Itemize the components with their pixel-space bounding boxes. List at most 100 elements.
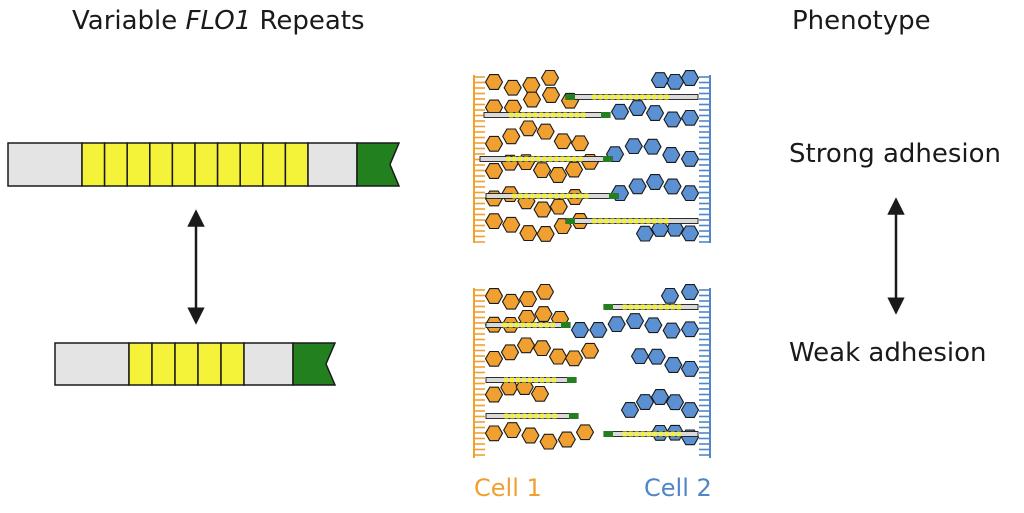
short-gene-repeat xyxy=(174,342,199,386)
orange-glycan xyxy=(534,306,553,322)
blue-glycan xyxy=(625,313,645,329)
short-gene-repeat xyxy=(128,342,153,386)
flo1-strand xyxy=(485,322,571,328)
flo1-strand-repeat xyxy=(510,377,514,383)
orange-glycan xyxy=(484,288,504,304)
blue-glycan xyxy=(680,402,700,418)
flo1-strand-repeat xyxy=(506,156,511,162)
flo1-strand-tail xyxy=(609,193,618,199)
weak-adhesion-panel xyxy=(473,283,711,458)
blue-glycan xyxy=(635,225,655,242)
blue-glycan xyxy=(663,178,682,195)
orange-glycan xyxy=(564,350,584,367)
flo1-strand-repeat xyxy=(622,218,627,224)
strong-adhesion-panel-cell-2-wall xyxy=(699,75,711,243)
weak-adhesion-panel-cell-1-wall xyxy=(473,288,485,458)
orange-glycan xyxy=(484,350,504,367)
orange-glycan xyxy=(535,283,555,300)
long-gene-repeat xyxy=(81,142,106,187)
flo1-strand-repeat xyxy=(622,431,627,437)
blue-glycan xyxy=(645,105,665,121)
flo1-strand-repeat xyxy=(512,193,517,199)
blue-glycan xyxy=(680,284,700,300)
orange-glycan xyxy=(540,69,560,86)
flo1-strand-repeat xyxy=(628,218,633,224)
orange-glycan xyxy=(553,133,572,150)
flo1-strand-repeat xyxy=(548,193,553,199)
orange-glycan xyxy=(548,167,568,183)
flo1-strand-repeat xyxy=(542,156,547,162)
flo1-strand-tail xyxy=(569,413,578,419)
flo1-strand-repeat xyxy=(658,94,663,100)
flo1-strand-repeat xyxy=(516,377,520,383)
orange-glycan xyxy=(557,431,576,448)
flo1-strand-repeat xyxy=(524,156,529,162)
blue-glycan xyxy=(628,178,647,195)
flo1-strand-repeat xyxy=(524,193,529,199)
long-gene-repeat xyxy=(239,142,264,187)
flo1-strand-repeat xyxy=(515,112,520,118)
flo1-strand-repeat xyxy=(584,193,589,199)
orange-glycan xyxy=(548,348,568,365)
flo1-strand-repeat xyxy=(540,413,545,419)
gene-constructs xyxy=(7,142,401,386)
weak-adhesion-panel-cell-2-wall xyxy=(699,288,711,458)
blue-glycan xyxy=(650,389,670,405)
flo1-strand-repeat xyxy=(530,193,535,199)
flo1-strand-repeat xyxy=(540,377,544,383)
flo1-strand-repeat xyxy=(534,377,538,383)
left-title-suffix: Repeats xyxy=(251,6,365,36)
flo1-strand xyxy=(485,413,579,419)
flo1-strand-repeat xyxy=(604,94,609,100)
flo1-strand-repeat xyxy=(552,413,557,419)
flo1-strand-repeat xyxy=(634,304,639,310)
flo1-strand-repeat xyxy=(634,218,639,224)
flo1-strand-backbone xyxy=(603,431,699,437)
flo1-strand-repeat xyxy=(628,94,633,100)
flo1-strand-repeat xyxy=(510,413,515,419)
flo1-strand-repeat xyxy=(581,112,586,118)
flo1-strand-repeat xyxy=(640,218,645,224)
right-title: Phenotype xyxy=(792,6,931,36)
flo1-strand-repeat xyxy=(640,94,645,100)
flo1-strand xyxy=(483,112,611,118)
flo1-strand-repeat xyxy=(676,431,681,437)
flo1-strand xyxy=(479,156,613,162)
flo1-strand-repeat xyxy=(512,156,517,162)
flo1-strand-repeat xyxy=(628,431,633,437)
flo1-strand-repeat xyxy=(670,304,675,310)
blue-glycan xyxy=(680,70,700,86)
blue-glycan xyxy=(662,147,681,163)
flo1-strand-repeat xyxy=(508,322,513,328)
blue-glycan xyxy=(680,225,700,242)
short-gene-repeat xyxy=(151,342,176,386)
flo1-strand-repeat xyxy=(646,218,651,224)
long-gene-repeat xyxy=(126,142,151,187)
strong-adhesion-label: Strong adhesion xyxy=(789,139,1002,169)
flo1-strand-repeat xyxy=(560,156,565,162)
flo1-strand-repeat xyxy=(521,112,526,118)
flo1-strand-repeat xyxy=(533,112,538,118)
flo1-strand-repeat xyxy=(652,304,657,310)
blue-glycan xyxy=(680,109,700,126)
orange-glycan xyxy=(549,198,568,215)
blue-glycan xyxy=(570,322,590,338)
flo1-strand-repeat xyxy=(557,112,562,118)
left-title: Variable FLO1 Repeats xyxy=(72,6,365,36)
flo1-strand-repeat xyxy=(664,304,669,310)
flo1-strand-repeat xyxy=(544,322,549,328)
flo1-strand-tail xyxy=(567,377,576,383)
flo1-strand-repeat xyxy=(569,112,574,118)
flo1-strand-repeat xyxy=(592,218,597,224)
cell-1-label: Cell 1 xyxy=(474,474,542,502)
flo1-strand-repeat xyxy=(554,193,559,199)
flo1-strand-repeat xyxy=(518,156,523,162)
orange-glycan xyxy=(530,385,550,402)
blue-glycan xyxy=(665,394,685,411)
orange-glycan xyxy=(519,225,538,242)
flo1-strand-repeat xyxy=(628,304,633,310)
weak-adhesion-label: Weak adhesion xyxy=(789,338,987,368)
flo1-strand-backbone xyxy=(603,304,699,310)
blue-glycan xyxy=(680,150,700,167)
adhesion-panels xyxy=(473,69,711,458)
